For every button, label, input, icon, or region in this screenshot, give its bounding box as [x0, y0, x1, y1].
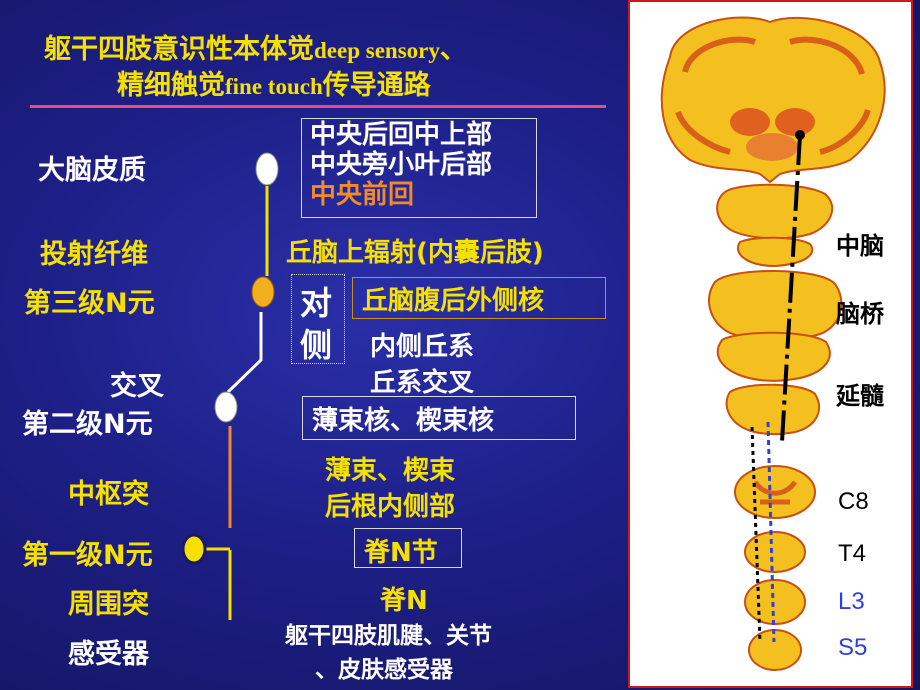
spinal-nerve: 脊N — [380, 586, 428, 616]
level-pons: 脑桥 — [836, 300, 884, 328]
pons-section — [708, 270, 843, 341]
nuclei-box — [302, 396, 576, 440]
cerebrum-section — [660, 16, 886, 184]
label-receptor: 感受器 — [68, 639, 149, 670]
contralateral-char1: 对 — [300, 284, 333, 322]
title-line2-cn: 精细触觉 — [117, 70, 225, 101]
spinal-segment-s5 — [748, 629, 802, 671]
tract-gracile-black — [750, 426, 762, 643]
thalamus-center — [746, 133, 798, 161]
third-level-cortex-neuron — [255, 152, 279, 186]
title-underline — [30, 105, 606, 108]
title-line1-cn: 躯干四肢意识性本体觉 — [44, 34, 314, 65]
label-decussation: 交叉 — [110, 371, 164, 402]
contralateral-char2: 侧 — [300, 326, 333, 364]
gracile-cuneate-tracts: 薄束、楔束 — [325, 456, 456, 486]
contralateral-box — [291, 274, 345, 364]
level-s5: S5 — [838, 634, 868, 661]
tract-third-order — [780, 134, 802, 443]
label-second-neuron: 第二级N元 — [22, 409, 153, 440]
title-line2-en: fine touch — [225, 74, 323, 99]
level-c8: C8 — [838, 488, 869, 515]
spinal-ganglion: 脊N节 — [364, 538, 438, 568]
thalamic-radiation: 丘脑上辐射(内囊后肢) — [286, 238, 544, 268]
title-line2-tail: 传导通路 — [322, 70, 431, 101]
spinal-ganglion-box — [354, 528, 462, 568]
medulla-section — [725, 383, 821, 436]
label-first-neuron: 第一级N元 — [22, 540, 153, 571]
gracile-cuneate-nuclei: 薄束核、楔束核 — [312, 406, 495, 436]
level-medulla: 延髓 — [836, 382, 884, 410]
second-level-neuron — [214, 391, 238, 423]
cortex-area-box — [301, 118, 537, 218]
label-central-process: 中枢突 — [68, 479, 149, 510]
pathway-diagram — [181, 152, 279, 620]
cerebral-cortex-orange — [675, 36, 871, 155]
receptor-desc-line1: 躯干四肢肌腱、关节 — [285, 623, 492, 649]
first-level-neuron — [181, 533, 207, 565]
label-projection-fiber: 投射纤维 — [40, 239, 148, 270]
thalamic-nucleus: 丘脑腹后外侧核 — [362, 286, 545, 316]
ventricle-right — [775, 108, 815, 136]
anatomy-panel: 中脑 脑桥 延髓 C8 T4 L3 S5 — [628, 0, 913, 688]
cortex-line2: 中央旁小叶后部 — [310, 150, 493, 180]
grey-matter-c8 — [752, 480, 798, 505]
line-lemniscus-cross — [226, 312, 263, 394]
midbrain-lower — [737, 236, 814, 268]
tract-origin-dot — [795, 130, 805, 140]
midbrain-section — [716, 183, 834, 240]
level-t4: T4 — [838, 540, 867, 567]
title-line1: 躯干四肢意识性本体觉deep sensory、 — [44, 32, 467, 69]
spinal-segment-t4 — [744, 531, 806, 573]
title-line1-tail: 、 — [439, 34, 467, 65]
thalamic-neuron — [251, 276, 275, 308]
pons-lower — [716, 331, 831, 382]
label-third-neuron: 第三级N元 — [24, 288, 155, 319]
level-midbrain: 中脑 — [836, 232, 884, 260]
medial-lemniscus: 内侧丘系 — [370, 332, 475, 362]
title-line1-en: deep sensory — [314, 38, 440, 63]
tract-cuneate-blue — [766, 421, 776, 643]
label-peripheral-process: 周围突 — [68, 589, 149, 620]
spinal-segment-l3 — [744, 579, 806, 625]
cortex-line1: 中央后回中上部 — [310, 120, 493, 150]
line-first-neuron — [204, 547, 232, 620]
cortex-line3: 中央前回 — [310, 180, 415, 210]
brain-spinal-illustration — [660, 16, 886, 671]
ventricle-left — [730, 108, 770, 136]
lemniscal-decussation: 丘系交叉 — [370, 368, 475, 398]
thalamic-nucleus-box — [352, 277, 606, 319]
label-cortex: 大脑皮质 — [38, 155, 146, 186]
receptor-desc-line2: 、皮肤感受器 — [315, 657, 453, 683]
level-l3: L3 — [838, 588, 865, 615]
title-line2: 精细触觉fine touch传导通路 — [117, 68, 431, 105]
dorsal-root-medial: 后根内侧部 — [325, 492, 456, 522]
